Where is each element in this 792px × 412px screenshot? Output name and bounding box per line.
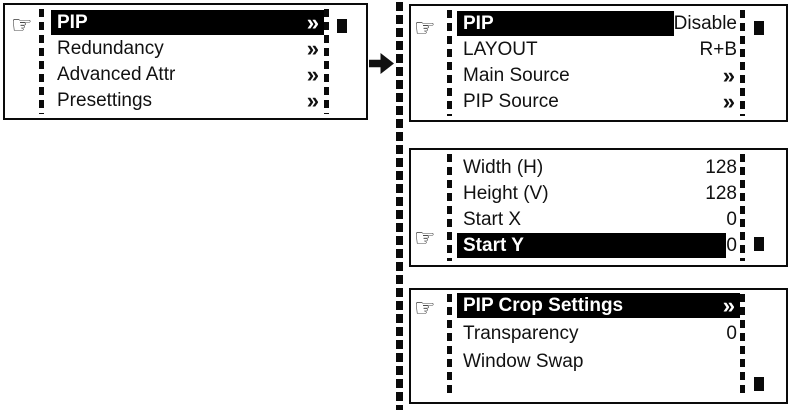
menu-rows: PIP Disable LAYOUT R+B Main Source » PIP… bbox=[457, 11, 740, 115]
menu-item-label: PIP Crop Settings bbox=[463, 294, 624, 316]
scroll-indicator bbox=[754, 21, 764, 35]
panel-pip-size: ☞ Width (H) 128 Height (V) 128 Start X 0… bbox=[409, 148, 788, 267]
menu-item-pip-crop-settings[interactable]: PIP Crop Settings » bbox=[457, 293, 740, 318]
menu-item-presettings[interactable]: Presettings » bbox=[51, 88, 324, 113]
left-dashed-divider bbox=[447, 294, 452, 398]
menu-item-label: PIP bbox=[457, 11, 674, 36]
submenu-chevron-icon: » bbox=[306, 9, 319, 35]
menu-item-value: 0 bbox=[726, 322, 737, 344]
menu-item-label: Transparency bbox=[463, 322, 579, 344]
submenu-chevron-icon: » bbox=[306, 35, 319, 61]
section-dashed-separator bbox=[396, 2, 403, 410]
menu-item-pip[interactable]: PIP » bbox=[51, 10, 324, 35]
submenu-chevron-icon: » bbox=[722, 292, 735, 318]
menu-item-label: Height (V) bbox=[463, 182, 549, 204]
menu-item-window-swap[interactable]: Window Swap bbox=[457, 349, 740, 374]
menu-item-transparency[interactable]: Transparency 0 bbox=[457, 321, 740, 346]
cursor-hand-icon: ☞ bbox=[414, 294, 436, 322]
menu-item-value: Disable bbox=[673, 12, 737, 34]
menu-item-layout[interactable]: LAYOUT R+B bbox=[457, 37, 740, 62]
scroll-indicator bbox=[337, 19, 347, 33]
panel-main-menu: ☞ PIP » Redundancy » Advanced Attr » Pre… bbox=[3, 3, 368, 120]
menu-item-main-source[interactable]: Main Source » bbox=[457, 63, 740, 88]
menu-item-value: 0 bbox=[726, 234, 737, 256]
menu-item-redundancy[interactable]: Redundancy » bbox=[51, 36, 324, 61]
panel-pip-menu: ☞ PIP Disable LAYOUT R+B Main Source » P… bbox=[409, 4, 788, 122]
menu-item-pip-toggle[interactable]: PIP Disable bbox=[457, 11, 740, 36]
menu-item-start-y[interactable]: Start Y 0 bbox=[457, 233, 740, 258]
menu-item-label: LAYOUT bbox=[463, 38, 538, 60]
menu-item-value: 128 bbox=[705, 182, 737, 204]
menu-rows: PIP Crop Settings » Transparency 0 Windo… bbox=[457, 293, 740, 377]
scroll-indicator bbox=[754, 237, 764, 251]
menu-item-advanced-attr[interactable]: Advanced Attr » bbox=[51, 62, 324, 87]
menu-item-value: 0 bbox=[726, 208, 737, 230]
menu-item-label: Width (H) bbox=[463, 156, 544, 178]
submenu-chevron-icon: » bbox=[306, 87, 319, 113]
cursor-hand-icon: ☞ bbox=[414, 14, 436, 42]
menu-item-start-x[interactable]: Start X 0 bbox=[457, 207, 740, 232]
flow-arrow-icon bbox=[369, 53, 394, 74]
submenu-chevron-icon: » bbox=[722, 88, 735, 114]
menu-item-label: Main Source bbox=[463, 64, 570, 86]
scroll-indicator bbox=[754, 377, 764, 391]
menu-item-height[interactable]: Height (V) 128 bbox=[457, 181, 740, 206]
left-dashed-divider bbox=[447, 10, 452, 116]
menu-item-width[interactable]: Width (H) 128 bbox=[457, 155, 740, 180]
left-dashed-divider bbox=[447, 154, 452, 261]
menu-item-label: Redundancy bbox=[57, 37, 164, 59]
menu-item-label: PIP Source bbox=[463, 90, 559, 112]
right-dashed-divider bbox=[740, 154, 745, 261]
submenu-chevron-icon: » bbox=[306, 61, 319, 87]
menu-rows: Width (H) 128 Height (V) 128 Start X 0 S… bbox=[457, 155, 740, 259]
menu-item-label: Start Y bbox=[457, 233, 727, 258]
submenu-chevron-icon: » bbox=[722, 62, 735, 88]
right-dashed-divider bbox=[740, 294, 745, 398]
left-dashed-divider bbox=[39, 9, 44, 114]
panel-pip-crop: ☞ PIP Crop Settings » Transparency 0 Win… bbox=[409, 288, 788, 404]
menu-item-value: 128 bbox=[705, 156, 737, 178]
menu-item-label: Window Swap bbox=[463, 350, 584, 372]
menu-item-label: PIP bbox=[57, 11, 88, 33]
right-dashed-divider bbox=[740, 10, 745, 116]
right-dashed-divider bbox=[324, 9, 329, 114]
menu-item-value: R+B bbox=[699, 38, 738, 60]
cursor-hand-icon: ☞ bbox=[11, 11, 33, 39]
menu-item-label: Advanced Attr bbox=[57, 63, 176, 85]
menu-rows: PIP » Redundancy » Advanced Attr » Prese… bbox=[51, 10, 324, 114]
menu-item-pip-source[interactable]: PIP Source » bbox=[457, 89, 740, 114]
menu-item-label: Presettings bbox=[57, 89, 153, 111]
menu-item-label: Start X bbox=[463, 208, 522, 230]
cursor-hand-icon: ☞ bbox=[414, 224, 436, 252]
